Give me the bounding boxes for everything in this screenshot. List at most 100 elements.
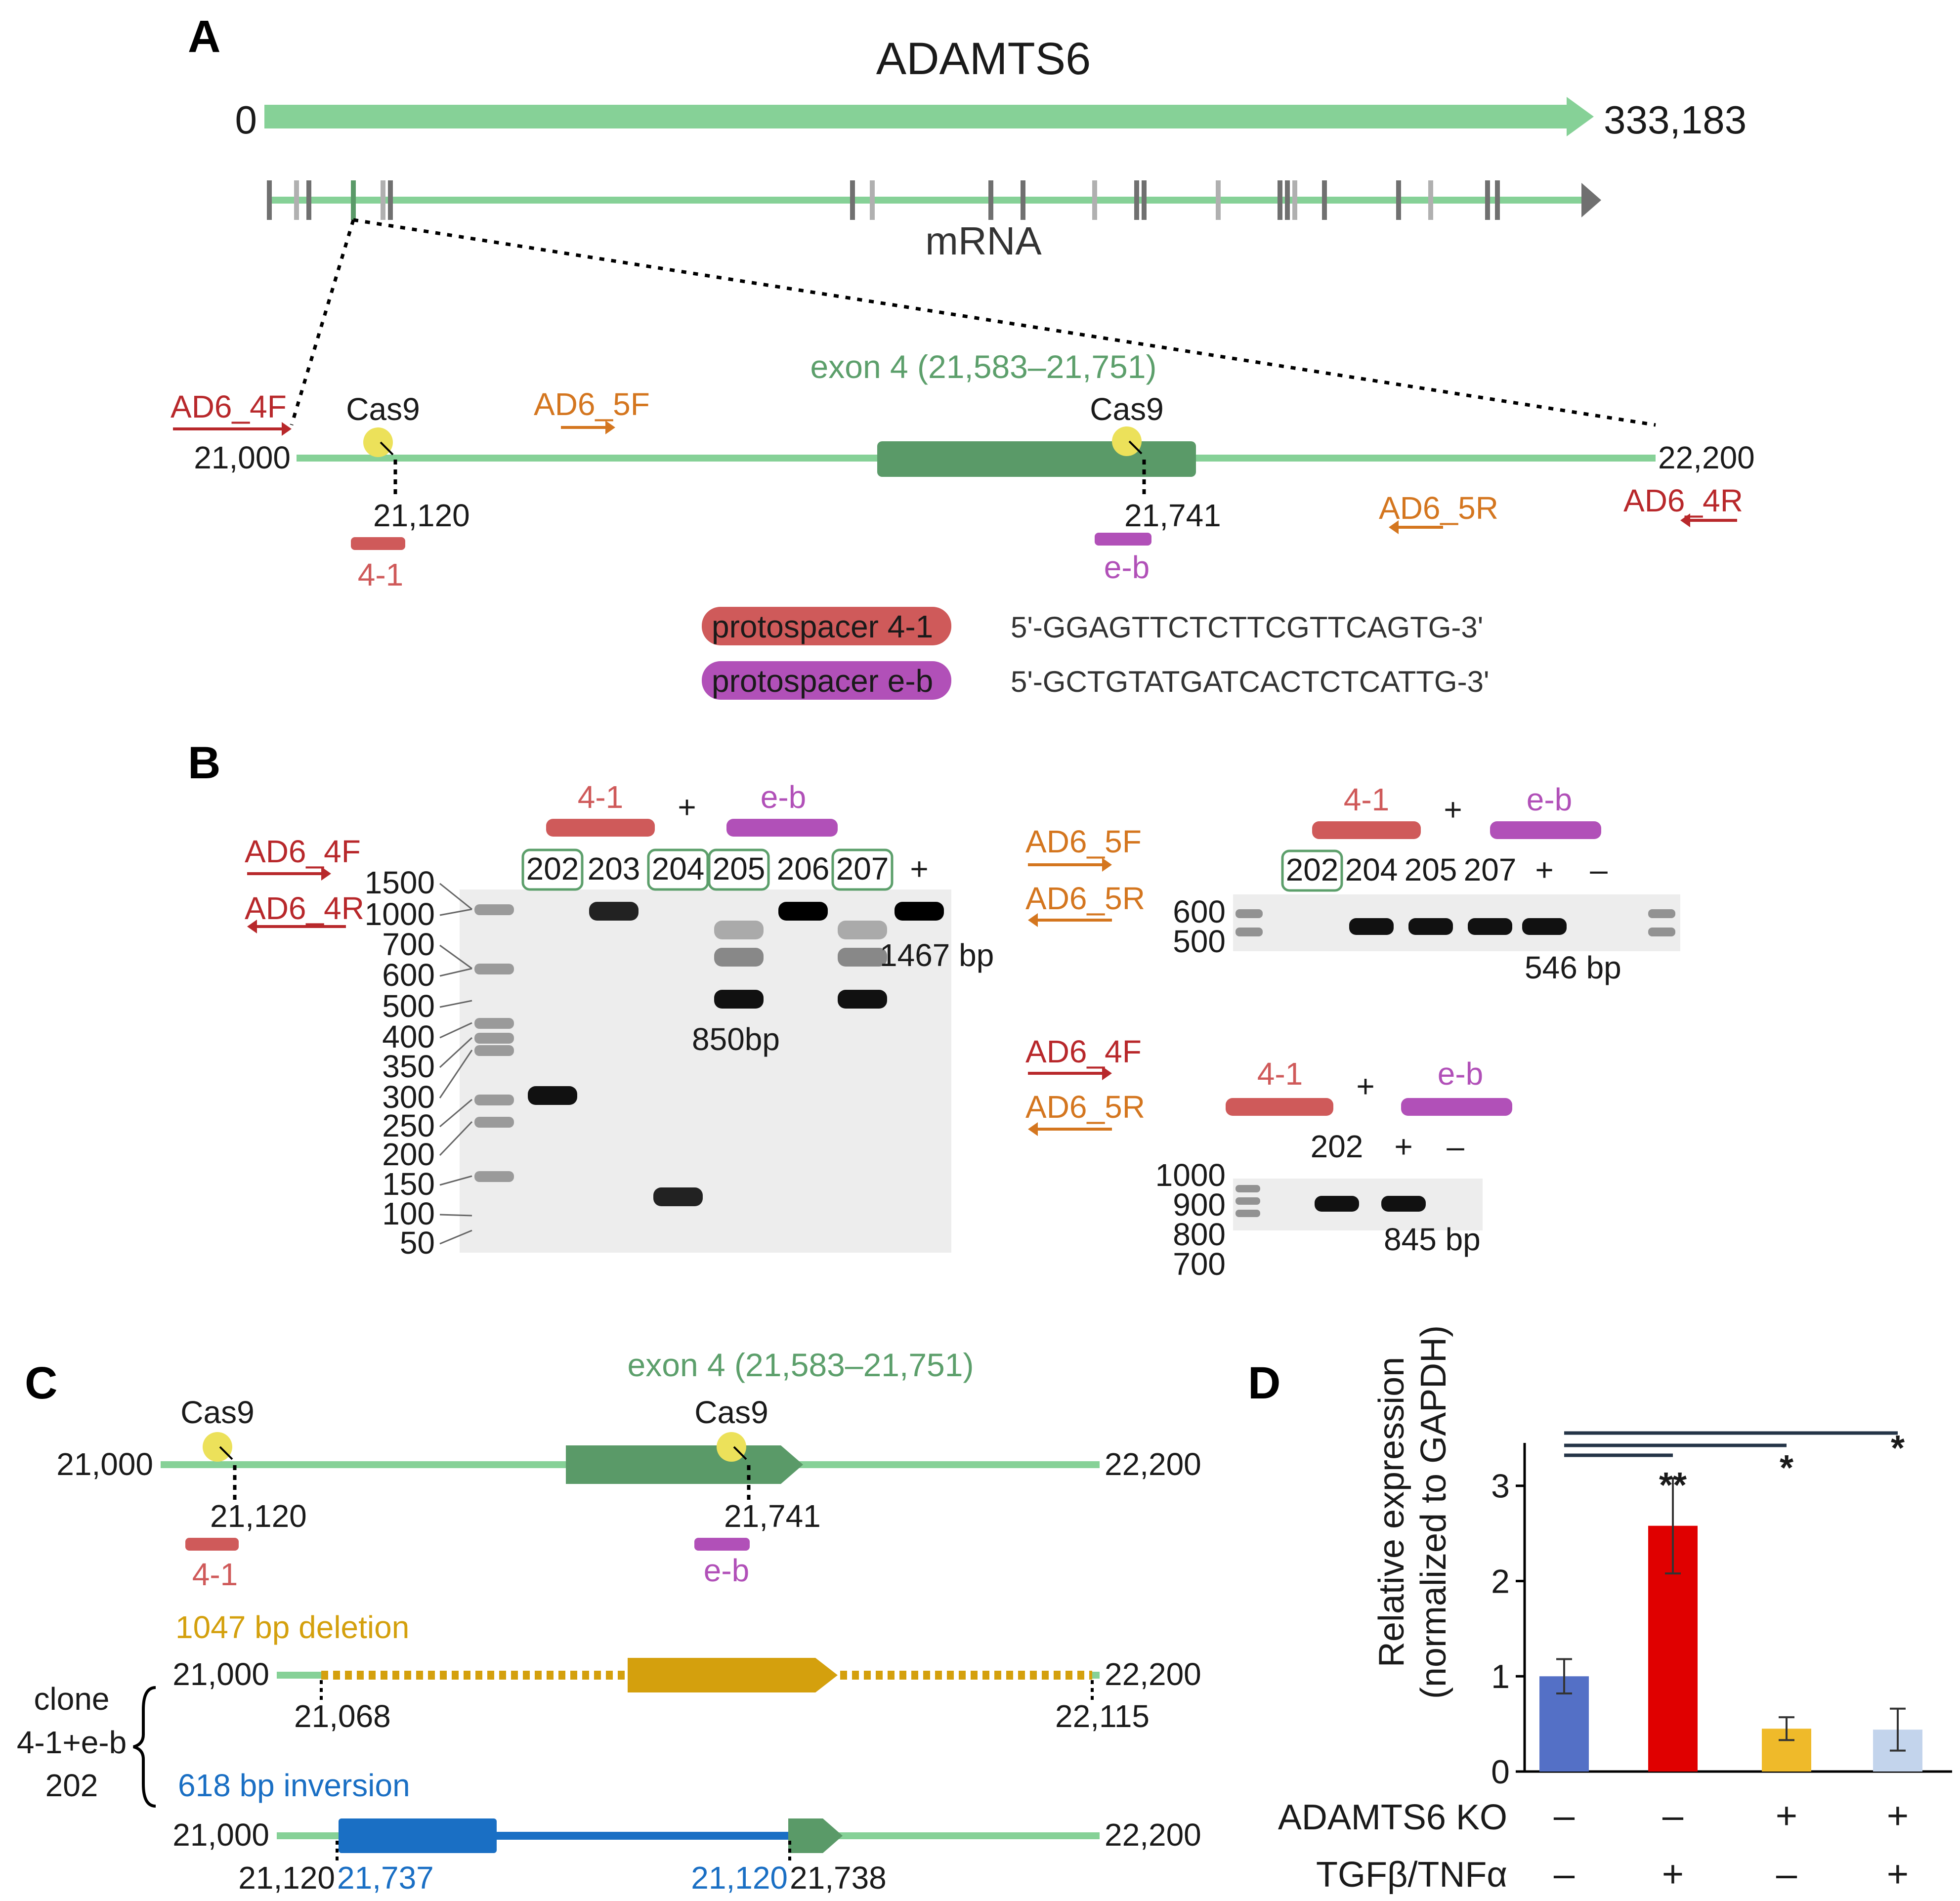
exon-tick [1278,180,1282,220]
significance-label: * [1891,1429,1905,1468]
row1-sign: – [1662,1795,1684,1837]
y-axis-title: Relative expression (normalized to GAPDH… [1372,1325,1453,1699]
exon-4-box [877,441,1196,477]
arrow-icon [247,920,346,933]
gel1-band-label-a: 1467 bp [880,937,994,973]
ladder-leader [439,1121,473,1156]
c-exon-label: exon 4 (21,583–21,751) [628,1347,974,1383]
gel3-ladder-label: 800 [1173,1217,1226,1252]
del-track-left [277,1672,321,1679]
ladder-leader [439,1022,472,1039]
gel1-bands [474,902,944,1206]
cut-left-label: 21,120 [373,498,470,533]
gel2-lane-label: 205 [1405,852,1457,887]
arrow-icon [173,422,292,436]
gel1-image [460,889,951,1253]
protospacer-4-1-name: protospacer 4-1 [712,609,933,644]
ladder-band [1236,1197,1260,1205]
ladder-band [474,1018,514,1029]
gel-band [838,921,887,939]
gel1-ladder-label: 100 [382,1196,435,1231]
gel1-ladder-label: 200 [382,1137,435,1172]
y-tick-label: 0 [1491,1753,1510,1791]
ladder-band [474,1171,514,1182]
gene-arrow-icon [264,97,1594,136]
exon-tick [870,180,875,220]
cut-right-label: 21,741 [1124,498,1221,533]
row2-sign: – [1554,1853,1575,1895]
del-start-label: 21,000 [172,1656,269,1692]
guide-right-label: e-b [1104,549,1150,585]
c-cas9-right-label: Cas9 [694,1394,768,1430]
exon-tick [1322,180,1327,220]
cas9-left-label: Cas9 [346,391,420,427]
gel1-lane-label: 204 [652,851,705,887]
ladder-leader [439,1050,473,1098]
exon-tick [1021,180,1025,220]
cas9-right-label: Cas9 [1090,391,1163,427]
gel2-guide-a-bar [1312,821,1421,839]
gel-band [653,1187,703,1206]
primer-5f-label: AD6_5F [534,386,650,422]
clone-label-line1: clone [34,1681,110,1717]
arrow-icon [1028,1066,1112,1080]
gel2-primer-f-label: AD6_5F [1025,824,1142,859]
inv-c-label: 21,120 [691,1860,788,1896]
gel1-ladder-label: 500 [382,988,435,1024]
cas9-circle-icon [1112,426,1142,456]
gel-band [1381,1196,1426,1212]
zoom-line-left [290,219,355,426]
significance-label: * [1780,1448,1793,1488]
gel3-lane-label: – [1447,1129,1464,1164]
arrow-icon [1680,513,1737,527]
gel2-ladder-label: 600 [1173,894,1226,929]
ladder-band [1648,909,1675,918]
c-cut-right-label: 21,741 [724,1498,821,1534]
gel1-ladder-label: 600 [382,957,435,993]
gel-band [714,948,764,967]
ladder-leader [439,1000,472,1008]
gel3-lane-label: + [1394,1129,1412,1164]
del-exon-box [628,1658,838,1692]
gel-band [1315,1196,1359,1212]
gel2-lane-label: 204 [1345,852,1398,887]
gel-band [1408,918,1453,935]
cas9-circle-icon [717,1432,746,1462]
row2-label: TGFβ/TNFα [1316,1855,1507,1895]
guide-left-label: 4-1 [358,557,404,592]
exon-tick [306,180,311,220]
gel3-primer-f-label: AD6_4F [1025,1034,1142,1069]
gel2-plus-label: + [1444,792,1462,827]
exon-tick [988,180,993,220]
inv-segment-box [339,1818,497,1853]
gel3-guide-b-bar [1401,1098,1512,1116]
gel-band [1468,918,1512,935]
arrow-icon [219,1446,233,1460]
row1-sign: + [1776,1795,1797,1837]
gel1-lane-label: + [910,851,928,887]
inv-d-label: 21,738 [790,1860,887,1896]
gene-start-label: 0 [235,98,257,142]
gel1-lane-label: 206 [777,851,830,887]
panel-b-label: B [188,738,220,788]
protospacer-4-1-pill [702,607,951,645]
primer-5r-label: AD6_5R [1379,490,1498,526]
del-right-label: 22,115 [1055,1698,1150,1734]
ladder-band [474,904,514,915]
exon-tick [1092,180,1097,220]
ladder-band [474,964,514,974]
gel1-guide-b-label: e-b [761,779,807,815]
deletion-label: 1047 bp deletion [175,1609,409,1645]
gel1-guide-b-bar [726,819,838,837]
ladder-leader [439,944,472,970]
gel1-guide-a-label: 4-1 [578,779,624,815]
cas9-circle-icon [203,1432,232,1462]
row2-sign: – [1776,1853,1797,1895]
gel-band [714,921,764,939]
arrow-icon [561,421,615,434]
gel1-ladder-label: 300 [382,1079,435,1115]
del-left-label: 21,068 [294,1698,391,1734]
